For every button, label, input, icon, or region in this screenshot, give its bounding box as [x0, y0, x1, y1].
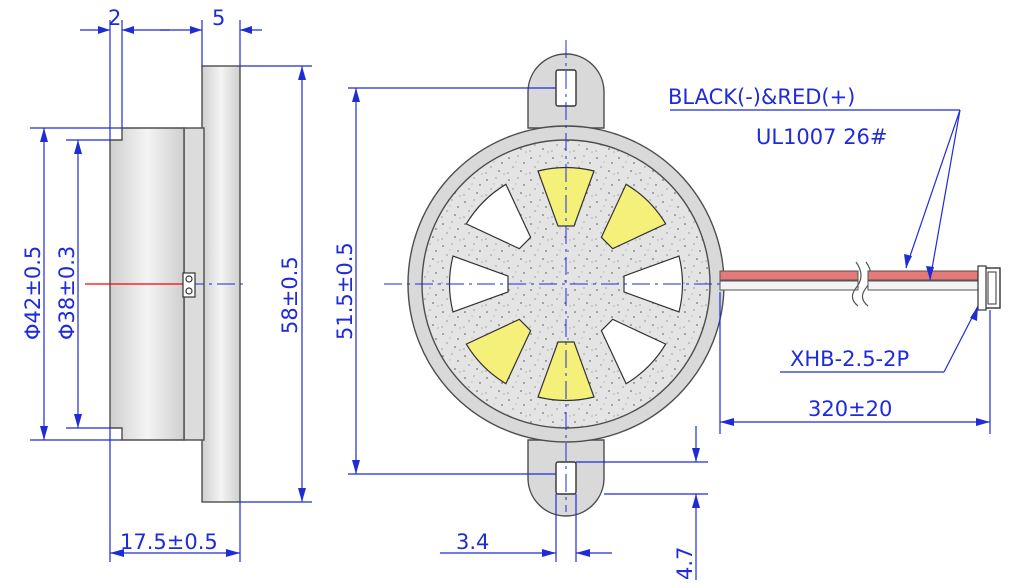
front-view: 51.5±0.5 3.4 4.7 [333, 40, 730, 580]
dim-depth: 17.5±0.5 [120, 530, 218, 554]
dim-rim-width: 5 [212, 6, 225, 30]
wire-assembly: BLACK(-)&RED(+) UL1007 26# XHB-2.5-2P 32… [668, 85, 1001, 434]
dim-hole-spacing: 51.5±0.5 [333, 242, 357, 340]
side-terminal [182, 272, 196, 298]
window-top-left [465, 183, 532, 250]
dim-outer-diameter: Φ42±0.5 [21, 246, 45, 340]
window-right [623, 255, 683, 313]
dim-slot-height: 4.7 [673, 547, 697, 580]
window-bottom [537, 341, 595, 401]
dim-slot-width: 3.4 [456, 530, 489, 554]
wire-spec-label: UL1007 26# [756, 125, 888, 149]
connector-label: XHB-2.5-2P [790, 347, 909, 371]
dim-overall-height: 58±0.5 [278, 256, 302, 334]
dim-inner-diameter: Φ38±0.3 [55, 246, 79, 340]
dim-wire-length: 320±20 [808, 397, 892, 421]
window-bottom-right [600, 318, 667, 385]
dim-flange-width: 2 [108, 6, 121, 30]
window-top-right [600, 183, 667, 250]
wire-color-label: BLACK(-)&RED(+) [668, 85, 855, 109]
window-bottom-left [465, 318, 532, 385]
side-view: 2 5 Φ42±0.5 Φ38±0.3 58±0.5 [21, 6, 312, 562]
